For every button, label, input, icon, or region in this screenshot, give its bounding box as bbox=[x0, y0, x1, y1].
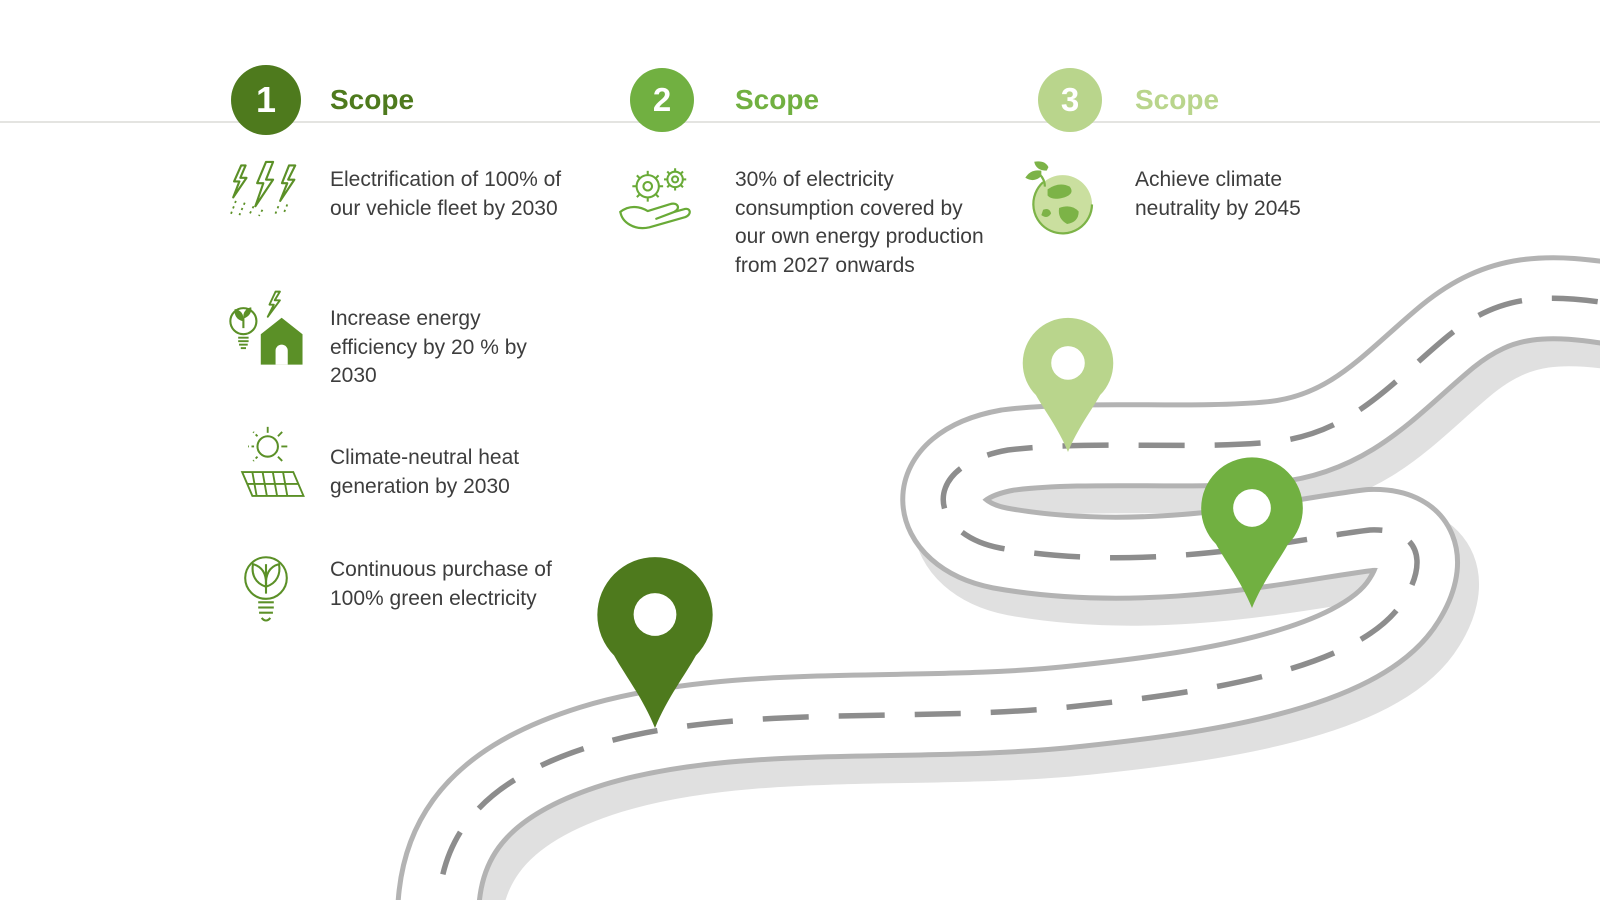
scope-1-number: 1 bbox=[255, 79, 277, 120]
header-divider-line bbox=[0, 121, 1600, 123]
own-energy-production-icon bbox=[615, 164, 701, 246]
scope-2-label: Scope bbox=[735, 84, 820, 115]
scope-1-label: Scope bbox=[330, 84, 415, 115]
scope-1-item-4-text: Continuous purchase of 100% green electr… bbox=[330, 558, 552, 610]
scope-1-pin-hole bbox=[633, 593, 677, 636]
scope-2-number-badge: 2 bbox=[630, 68, 694, 132]
scope-1-pin bbox=[597, 557, 713, 728]
scope-2-pin bbox=[1201, 457, 1303, 608]
scope-3-pin-body bbox=[1022, 317, 1114, 452]
scope-3-number: 3 bbox=[1060, 81, 1080, 118]
scope-2-pin-hole bbox=[1233, 489, 1271, 527]
scope-2-item-1-text: 30% of electricity consumption covered b… bbox=[735, 168, 984, 277]
scope-2-number: 2 bbox=[652, 81, 672, 118]
scope-3-label: Scope bbox=[1135, 84, 1220, 115]
scope-1-item-2-text: Increase energy efficiency by 20 % by 20… bbox=[330, 307, 527, 387]
scope-3-number-badge: 3 bbox=[1038, 68, 1102, 132]
scope-1-item-1-text: Electrification of 100% of our vehicle f… bbox=[330, 168, 562, 220]
scope-1-pin-body bbox=[597, 557, 713, 728]
vehicle-electrification-icon bbox=[227, 160, 305, 222]
scope-1-item-3-text: Climate-neutral heat generation by 2030 bbox=[330, 446, 520, 498]
climate-neutrality-icon bbox=[1018, 160, 1102, 245]
scope-1-number-badge: 1 bbox=[231, 65, 301, 135]
scope-2-pin-body bbox=[1201, 457, 1303, 608]
green-electricity-icon bbox=[240, 552, 292, 642]
climate-neutral-heat-icon bbox=[225, 426, 307, 506]
scope-3-pin bbox=[1022, 317, 1114, 452]
scope-3-item-1-text: Achieve climate neutrality by 2045 bbox=[1135, 168, 1301, 220]
scope-3-pin-hole bbox=[1051, 346, 1085, 380]
energy-efficiency-icon bbox=[226, 288, 306, 375]
